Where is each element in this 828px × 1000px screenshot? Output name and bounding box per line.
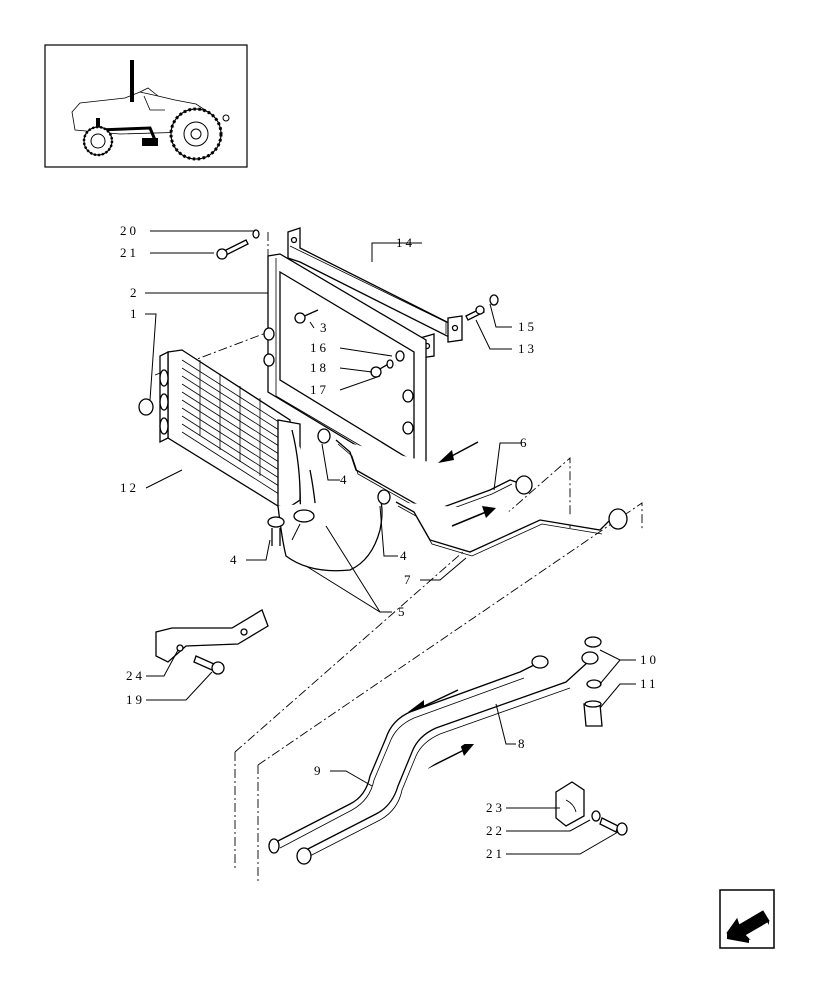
callout-17: 17 [310,382,329,397]
callout-6: 6 [520,435,530,450]
screw-16-17-18 [370,350,405,378]
callout-21-top: 21 [120,245,139,260]
previous-page-button[interactable] [719,889,775,949]
callout-4-left: 4 [230,552,240,567]
callout-4-right: 4 [400,548,410,563]
callout-10: 10 [640,652,659,667]
callout-13: 13 [518,341,537,356]
pipe-clamp-23 [555,781,628,836]
callout-1: 1 [130,306,140,321]
callout-4-upper: 4 [340,472,350,487]
upper-crossbar [287,227,463,359]
callout-7: 7 [404,572,414,587]
callout-15: 15 [518,319,537,334]
leader-lines [145,230,636,855]
bolt-3 [294,309,319,324]
callout-24: 24 [126,668,145,683]
callout-20: 20 [120,223,139,238]
cooler-hoses [267,428,628,572]
bolt-13-15 [465,294,499,321]
callout-22: 22 [486,823,505,838]
callout-12: 12 [120,480,139,495]
callout-19: 19 [126,692,145,707]
union-fittings [583,636,603,727]
callout-18: 18 [310,360,329,375]
callout-labels: 20 21 14 2 1 3 15 16 13 18 17 6 12 4 4 4… [120,223,659,861]
callout-5: 5 [398,604,408,619]
callout-14: 14 [396,235,415,250]
callout-23: 23 [486,800,505,815]
lower-pipes [268,651,599,865]
rubber-grommet [138,398,154,416]
callout-11: 11 [640,676,659,691]
tractor-thumbnail [44,44,248,168]
bolt-20-21 [216,229,260,260]
callout-21-bottom: 21 [486,846,505,861]
callout-9: 9 [314,763,324,778]
flow-arrows [408,441,496,769]
callout-3: 3 [320,320,330,335]
previous-page-arrow-icon [719,889,775,949]
bracket-24 [155,609,269,675]
tractor-location-icon [71,60,230,161]
callout-16: 16 [310,340,329,355]
callout-2: 2 [130,285,140,300]
callout-8: 8 [518,736,528,751]
